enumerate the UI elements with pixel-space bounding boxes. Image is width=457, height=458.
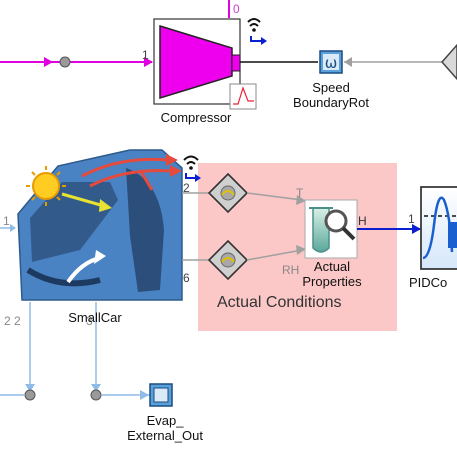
small-car-port-mid-right: 6 — [183, 271, 190, 285]
blue-wire-H[interactable] — [357, 224, 421, 234]
grey-wire-RH[interactable] — [246, 245, 306, 261]
pid-controller-block[interactable] — [420, 186, 457, 270]
actual-properties-block[interactable] — [304, 199, 358, 259]
wifi-signal-icon — [183, 155, 199, 170]
grey-wire-T[interactable] — [246, 192, 306, 205]
light-blue-wire-left[interactable] — [0, 224, 16, 232]
actual-properties-label-1: Actual — [313, 259, 351, 274]
small-car-port-left: 1 — [3, 214, 10, 228]
grey-wire-top[interactable] — [344, 57, 444, 67]
pink-wire[interactable] — [0, 56, 153, 68]
light-blue-wire-bottom[interactable] — [0, 302, 150, 401]
speed-boundary-label-1: Speed — [312, 80, 350, 95]
evap-external-out-block[interactable] — [149, 383, 173, 407]
small-car-port-top-right: 2 — [183, 181, 190, 195]
speed-boundary-block[interactable] — [319, 50, 343, 74]
actual-properties-input-T: T — [296, 186, 304, 200]
evap-label-1: Evap_ — [146, 413, 184, 428]
actual-properties-input-RH: RH — [282, 263, 300, 277]
blue-arrow-icon — [250, 36, 267, 45]
compressor-port-top: 0 — [233, 2, 240, 16]
small-car-port-bottom-left: 2 2 — [4, 314, 21, 328]
speed-boundary-label-2: BoundaryRot — [293, 95, 369, 110]
magnifier-icon — [324, 209, 356, 241]
heat-arrows-icon — [81, 154, 182, 191]
omega-icon: ω — [325, 54, 338, 72]
actual-properties-output-H: H — [358, 214, 367, 228]
sun-icon — [26, 166, 112, 212]
blue-arrow-icon — [185, 173, 201, 182]
wifi-signal-icon — [247, 18, 261, 32]
sensor-diamond-icon-partial[interactable] — [440, 43, 457, 81]
compressor-label: Compressor — [160, 110, 232, 125]
actual-properties-label-2: Properties — [302, 274, 362, 289]
sensor-diamond-icon[interactable] — [207, 239, 249, 281]
compressor-block[interactable] — [153, 18, 257, 110]
pid-port-in: 1 — [408, 212, 415, 226]
compressor-port-in: 1 — [142, 48, 149, 62]
evap-label-2: External_Out — [127, 428, 203, 443]
actual-conditions-label: Actual Conditions — [217, 294, 342, 311]
small-car-port-bottom-mid: 3 — [86, 314, 93, 328]
sensor-diamond-icon[interactable] — [207, 172, 249, 214]
small-car-label: SmallCar — [68, 310, 122, 325]
pid-label: PIDCo — [409, 275, 448, 290]
